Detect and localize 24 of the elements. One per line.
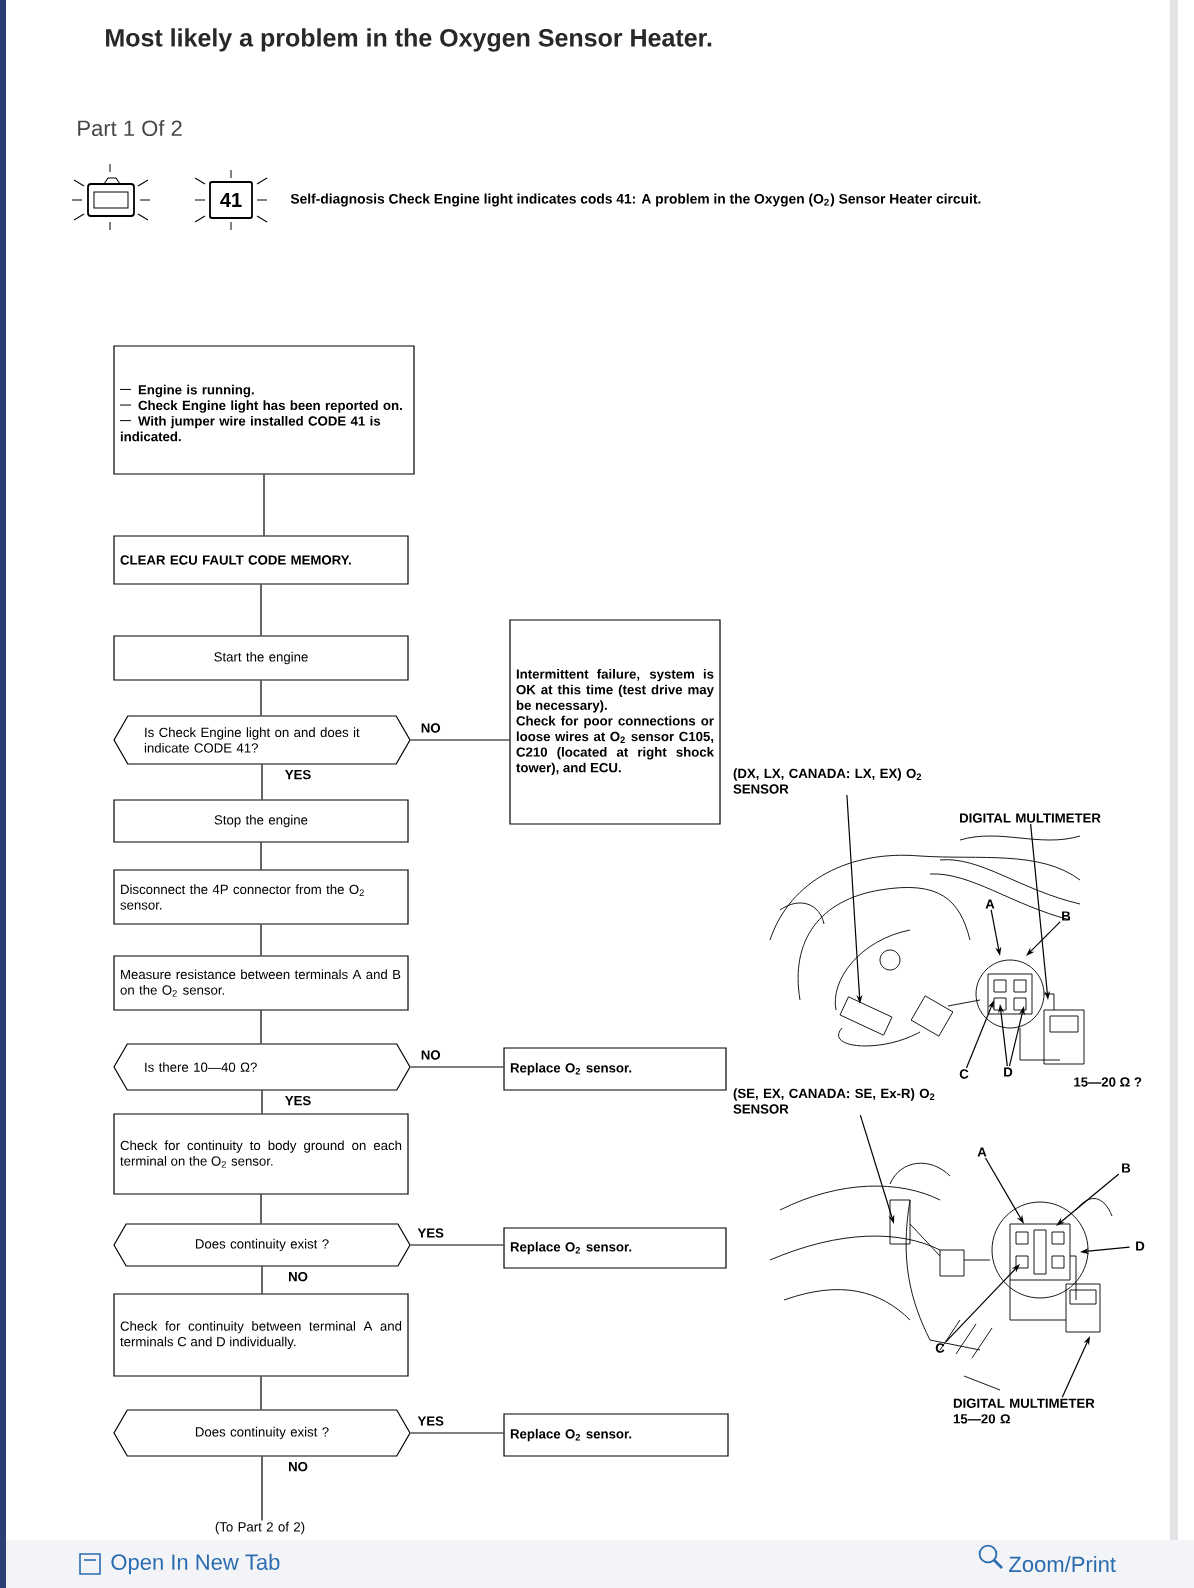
connector-line [410, 1432, 504, 1434]
connector-line [410, 1066, 504, 1068]
connector-line [260, 842, 262, 870]
code-box: 41 [194, 169, 268, 231]
leader-line [945, 1264, 1020, 1343]
connector-line [410, 1244, 504, 1246]
connector-line [261, 1266, 263, 1294]
connector-line [261, 1456, 263, 1522]
leader-line [1056, 1173, 1120, 1226]
section-label: Part 1 Of 2 [78, 119, 182, 137]
connector-line [410, 739, 510, 741]
zoom-print-link: Zoom/Print [978, 1544, 1116, 1573]
connector-line [260, 680, 262, 716]
connector-line [261, 1090, 263, 1114]
page-title: Most likely a problem in the Oxygen Sensor Heater. [106, 28, 712, 52]
connector-line [260, 924, 262, 956]
leader-line [1026, 921, 1061, 956]
connector-line [261, 764, 263, 800]
connector-line [260, 584, 262, 636]
connector-line [260, 1010, 262, 1044]
open-tab-link: Open In New Tab [79, 1553, 280, 1575]
connector-line [260, 1376, 262, 1410]
connector-line [263, 474, 265, 536]
connector-line [260, 1194, 262, 1224]
